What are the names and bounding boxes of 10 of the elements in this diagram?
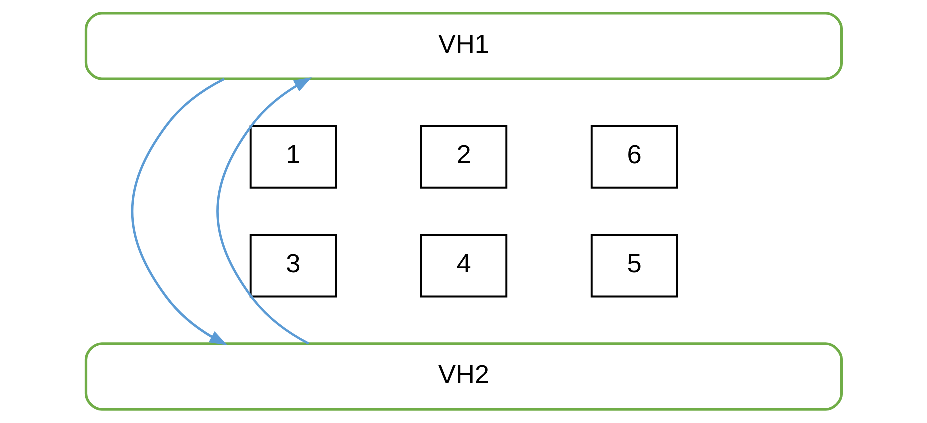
- node-box: 5: [590, 234, 678, 298]
- node-box: 3: [249, 234, 337, 298]
- node-box: 2: [420, 125, 508, 189]
- node-box: 6: [590, 125, 678, 189]
- node-box: VH1: [84, 12, 843, 80]
- arrow: [216, 77, 312, 345]
- arrow: [130, 78, 228, 346]
- node-box: VH2: [84, 342, 843, 411]
- node-box: 4: [420, 234, 508, 298]
- node-box: 1: [249, 125, 337, 189]
